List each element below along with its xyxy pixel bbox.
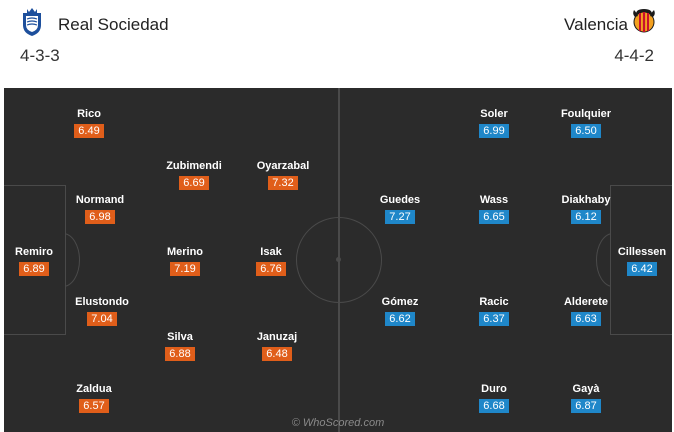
home-player[interactable]: Elustondo 7.04 — [62, 296, 142, 327]
away-player[interactable]: Duro 6.68 — [454, 383, 534, 414]
player-name: Gayà — [572, 383, 600, 395]
home-team-name[interactable]: Real Sociedad — [58, 15, 169, 34]
player-rating: 6.63 — [571, 312, 601, 326]
player-rating: 6.65 — [479, 210, 509, 224]
home-player[interactable]: Remiro 6.89 — [4, 246, 74, 277]
away-penalty-box — [610, 185, 672, 335]
away-player[interactable]: Gayà 6.87 — [546, 383, 626, 414]
player-rating: 6.88 — [165, 347, 195, 361]
away-player[interactable]: Cillessen 6.42 — [602, 246, 672, 277]
home-player[interactable]: Rico 6.49 — [49, 108, 129, 139]
player-name: Gómez — [381, 296, 419, 308]
player-rating: 7.04 — [87, 312, 117, 326]
away-player[interactable]: Diakhaby 6.12 — [546, 194, 626, 225]
player-name: Elustondo — [75, 296, 129, 308]
away-player[interactable]: Racic 6.37 — [454, 296, 534, 327]
player-rating: 6.57 — [79, 399, 109, 413]
away-player[interactable]: Soler 6.99 — [454, 108, 534, 139]
center-circle — [296, 217, 382, 303]
player-name: Januzaj — [256, 331, 298, 343]
player-rating: 6.99 — [479, 124, 509, 138]
real-sociedad-crest-icon — [20, 7, 44, 37]
home-player[interactable]: Zaldua 6.57 — [54, 383, 134, 414]
player-rating: 6.98 — [85, 210, 115, 224]
away-player[interactable]: Foulquier 6.50 — [546, 108, 626, 139]
pitch: Rico 6.49 Zubimendi 6.69 Oyarzabal 7.32 Nor… — [4, 88, 672, 432]
player-name: Silva — [167, 331, 193, 343]
away-player[interactable]: Guedes 7.27 — [360, 194, 440, 225]
home-player[interactable]: Isak 6.76 — [231, 246, 311, 277]
away-player[interactable]: Wass 6.65 — [454, 194, 534, 225]
player-rating: 6.68 — [479, 399, 509, 413]
player-name: Diakhaby — [561, 194, 611, 206]
home-player[interactable]: Merino 7.19 — [145, 246, 225, 277]
home-player[interactable]: Zubimendi 6.69 — [154, 160, 234, 191]
player-rating: 6.89 — [19, 262, 49, 276]
player-name: Normand — [75, 194, 125, 206]
player-rating: 6.76 — [256, 262, 286, 276]
player-name: Remiro — [15, 246, 53, 258]
player-rating: 6.62 — [385, 312, 415, 326]
center-spot — [336, 257, 341, 262]
player-name: Cillessen — [617, 246, 667, 258]
valencia-crest-icon — [631, 6, 657, 38]
player-name: Oyarzabal — [256, 160, 310, 172]
home-player[interactable]: Normand 6.98 — [60, 194, 140, 225]
player-rating: 6.37 — [479, 312, 509, 326]
player-name: Zaldua — [76, 383, 112, 395]
player-rating: 7.32 — [268, 176, 298, 190]
player-name: Isak — [260, 246, 282, 258]
player-name: Soler — [480, 108, 508, 120]
player-name: Duro — [481, 383, 507, 395]
player-rating: 7.19 — [170, 262, 200, 276]
away-team-name[interactable]: Valencia — [564, 15, 628, 34]
player-name: Rico — [77, 108, 101, 120]
home-player[interactable]: Oyarzabal 7.32 — [243, 160, 323, 191]
away-player[interactable]: Alderete 6.63 — [546, 296, 626, 327]
player-rating: 6.69 — [179, 176, 209, 190]
away-formation: 4-4-2 — [614, 46, 654, 65]
player-name: Merino — [166, 246, 204, 258]
watermark: © WhoScored.com — [291, 417, 385, 429]
away-player[interactable]: Gómez 6.62 — [360, 296, 440, 327]
player-name: Guedes — [379, 194, 421, 206]
home-penalty-box — [4, 185, 66, 335]
player-name: Foulquier — [560, 108, 612, 120]
player-rating: 6.48 — [262, 347, 292, 361]
player-rating: 6.49 — [74, 124, 104, 138]
home-player[interactable]: Januzaj 6.48 — [237, 331, 317, 362]
player-rating: 6.50 — [571, 124, 601, 138]
player-name: Wass — [479, 194, 509, 206]
home-player[interactable]: Silva 6.88 — [140, 331, 220, 362]
player-name: Zubimendi — [166, 160, 222, 172]
player-rating: 7.27 — [385, 210, 415, 224]
player-name: Alderete — [563, 296, 609, 308]
player-rating: 6.12 — [571, 210, 601, 224]
player-rating: 6.42 — [627, 262, 657, 276]
player-rating: 6.87 — [571, 399, 601, 413]
home-formation: 4-3-3 — [20, 46, 60, 65]
match-header: Real Sociedad 4-3-3 Valencia 4-4-2 — [0, 0, 674, 86]
player-name: Racic — [479, 296, 509, 308]
